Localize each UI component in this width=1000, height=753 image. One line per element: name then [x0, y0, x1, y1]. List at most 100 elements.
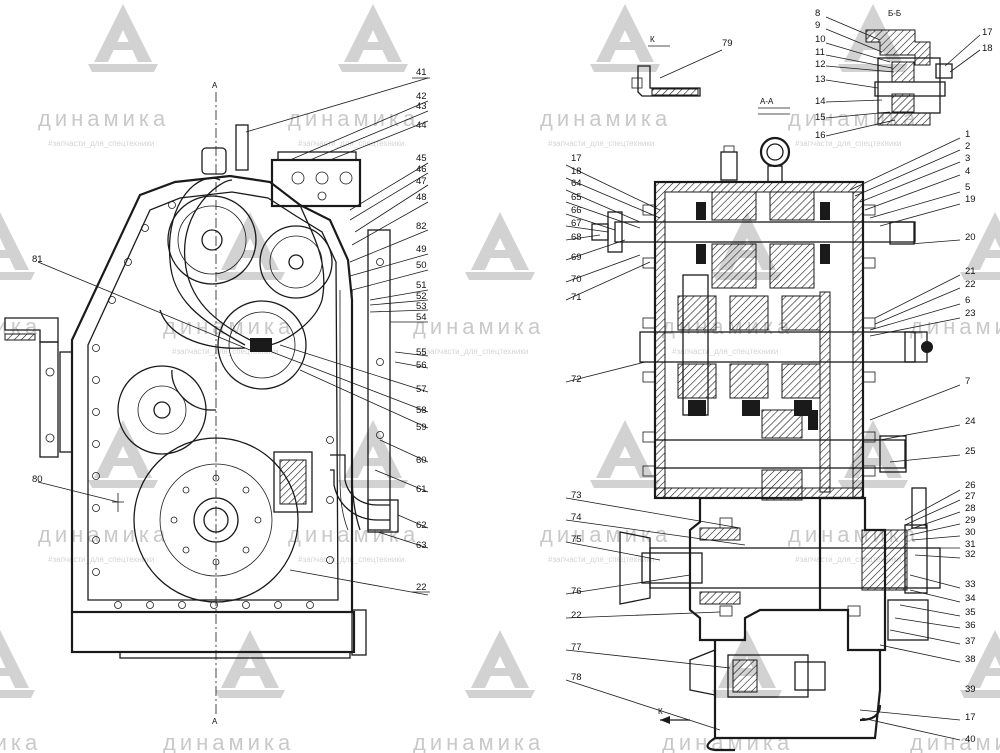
- gear-middle-pitch: [228, 311, 296, 379]
- callout-label: 33: [965, 579, 976, 590]
- clutch-packs-middle: [677, 295, 821, 416]
- section-aa-callouts: 17 18 64 65 66 67 68 69 70 71 72 73 74 7…: [571, 129, 976, 745]
- pipe-flange: [367, 499, 399, 533]
- callout-label: 5: [965, 182, 970, 193]
- middle-shaft-plug: [921, 341, 933, 353]
- k-bracket-section: [651, 88, 699, 96]
- housing-wall-section: [654, 181, 864, 499]
- callout-label: 49: [416, 244, 427, 255]
- callout-label: 75: [571, 534, 582, 545]
- callout-label: 77: [571, 642, 582, 653]
- callout-label: 61: [416, 484, 427, 495]
- gear-upper-left-hub: [201, 229, 223, 251]
- view-k-title: К: [650, 35, 655, 44]
- watermark-tagline: #запчасти_для_спецтехники: [795, 555, 901, 564]
- valve-block: [270, 158, 362, 208]
- watermark-tagline: #запчасти_для_спецтехники: [172, 347, 278, 356]
- elbow-pipe: [330, 454, 390, 506]
- watermark-brand: динамика: [163, 730, 294, 753]
- elbow-pipe: [330, 469, 390, 521]
- callout-label: 64: [571, 178, 582, 189]
- input-shaft: [614, 221, 916, 243]
- section-aa-view: А-А: [565, 97, 961, 752]
- callout-label: 23: [965, 308, 976, 319]
- callout-label: 72: [571, 374, 582, 385]
- callout-label: 18: [982, 43, 993, 54]
- callout-label: 41: [416, 67, 427, 78]
- bearing-section: [699, 591, 741, 605]
- breather-cap: [723, 145, 735, 153]
- gear-upper-right-pitch: [269, 235, 323, 289]
- bolt-head: [45, 367, 55, 377]
- callout-label: 2: [965, 141, 970, 152]
- callout-label: 44: [416, 120, 427, 131]
- hydraulic-line: [171, 369, 216, 411]
- callout-label: 13: [815, 74, 826, 85]
- callout-label: 38: [965, 654, 976, 665]
- watermark-brand: динамика: [288, 522, 419, 547]
- callout-label: 73: [571, 490, 582, 501]
- callout-underlines: [412, 77, 430, 593]
- valve-block-cap: [277, 151, 357, 161]
- breather-pipe: [235, 124, 249, 171]
- callout-label: 60: [416, 455, 427, 466]
- gear-upper-left-pitch: [177, 205, 247, 275]
- filler-cap: [201, 147, 227, 175]
- callout-label: 22: [571, 610, 582, 621]
- brake-bracket: [887, 599, 929, 641]
- callout-label: 63: [416, 540, 427, 551]
- callout-label: 50: [416, 260, 427, 271]
- callout-label: 18: [571, 166, 582, 177]
- callout-label: 76: [571, 586, 582, 597]
- callout-label: 15: [815, 112, 826, 123]
- housing-inner-outline: [87, 191, 339, 601]
- bolt-head: [45, 433, 55, 443]
- section-bb-title: Б-Б: [888, 9, 901, 18]
- callout-label: 14: [815, 96, 826, 107]
- section-aa-title: А-А: [760, 97, 774, 106]
- watermark-tagline: #запчасти_для_спецтехники: [48, 555, 154, 564]
- callout-label: 26: [965, 480, 976, 491]
- watermark-brand: динамика: [0, 730, 41, 753]
- valve-port: [291, 171, 305, 185]
- drain-plug: [689, 649, 716, 696]
- side-elevation-view: А А: [4, 77, 430, 726]
- housing-bolts: [92, 201, 384, 609]
- leader-lines: [825, 16, 981, 137]
- gear-output-large: [133, 437, 299, 603]
- gear-output-bolts: [170, 474, 262, 566]
- output-flange: [619, 531, 651, 605]
- parking-brake: [861, 529, 908, 591]
- gear-output-pitch: [159, 463, 273, 577]
- callout-label: 79: [722, 38, 733, 49]
- callout-label: 17: [982, 27, 993, 38]
- callout-label: 58: [416, 405, 427, 416]
- gear-output-hub: [193, 497, 239, 543]
- callout-label: 37: [965, 636, 976, 647]
- callout-label: 54: [416, 312, 427, 323]
- callout-label: 10: [815, 34, 826, 45]
- watermark-brand: динамика: [413, 730, 544, 753]
- callout-label: 19: [965, 194, 976, 205]
- callout-label: 8: [815, 8, 820, 19]
- callout-label: 69: [571, 252, 582, 263]
- callout-label: 7: [965, 376, 970, 387]
- bracket-flange: [59, 351, 73, 453]
- hydraulic-line: [339, 290, 349, 531]
- callout-label: 34: [965, 593, 976, 604]
- gear-output-bore: [203, 507, 229, 533]
- callout-label: 32: [965, 549, 976, 560]
- watermark-tagline: #запчасти_для_спецтехники: [672, 347, 778, 356]
- callout-label: 22: [416, 582, 427, 593]
- housing-side-bolts: [642, 204, 876, 617]
- callout-label: 9: [815, 20, 820, 31]
- gear-lower-left-hub: [153, 401, 171, 419]
- bb-cover-section: [877, 112, 931, 126]
- callout-label: 21: [965, 266, 976, 277]
- housing-outline: [70, 174, 354, 612]
- pump-body: [273, 451, 313, 513]
- callout-label: 68: [571, 232, 582, 243]
- callout-label: 45: [416, 153, 427, 164]
- callout-label: 39: [965, 684, 976, 695]
